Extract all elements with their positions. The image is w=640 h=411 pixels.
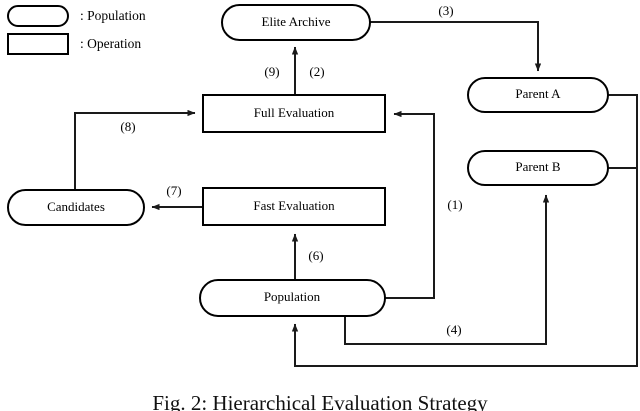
node-parent-a[interactable]: Parent A [467, 77, 609, 113]
edge-label-6: (6) [308, 248, 323, 263]
node-candidates-shape [7, 189, 145, 226]
node-population-label: Population [264, 289, 321, 304]
edge-label-4: (4) [446, 322, 461, 337]
edge-8-path [74, 109, 196, 207]
node-population[interactable]: Population [199, 279, 386, 317]
node-elite-archive-shape [221, 4, 371, 41]
edge-label-3: (3) [438, 3, 453, 18]
node-full-evaluation-shape [202, 94, 386, 133]
legend-operation-swatch [7, 33, 69, 55]
edge-4-path [344, 194, 550, 345]
node-layer: Elite Archive Parent A Parent B Full Eva… [7, 4, 609, 317]
edge-label-9: (9) [264, 64, 279, 79]
node-elite-archive-label: Elite Archive [262, 14, 331, 29]
edge-parents-to-population-path [291, 94, 638, 367]
node-parent-a-label: Parent A [515, 86, 561, 101]
edge-3-path [370, 21, 542, 72]
node-candidates[interactable]: Candidates [7, 189, 145, 226]
node-parent-a-shape [467, 77, 609, 113]
edge-1-path [385, 110, 435, 299]
node-candidates-label: Candidates [47, 199, 105, 214]
node-elite-archive[interactable]: Elite Archive [221, 4, 371, 41]
node-full-evaluation-label: Full Evaluation [254, 105, 335, 120]
legend-population-swatch [7, 5, 69, 27]
edge-label-1: (1) [447, 197, 462, 212]
edge-label-2: (2) [309, 64, 324, 79]
node-parent-b[interactable]: Parent B [467, 150, 609, 186]
legend: : Population : Operation [7, 5, 146, 55]
edge-layer [74, 21, 638, 367]
node-parent-b-shape [467, 150, 609, 186]
legend-operation-label: : Operation [80, 36, 141, 51]
node-fast-evaluation-shape [202, 187, 386, 226]
legend-item-operation: : Operation [7, 33, 141, 55]
node-parent-b-label: Parent B [515, 159, 560, 174]
legend-item-population: : Population [7, 5, 146, 27]
legend-population-label: : Population [80, 8, 146, 23]
edge-label-7: (7) [166, 183, 181, 198]
node-fast-evaluation-label: Fast Evaluation [253, 198, 335, 213]
node-full-evaluation[interactable]: Full Evaluation [202, 94, 386, 133]
edge-label-8: (8) [120, 119, 135, 134]
node-population-shape [199, 279, 386, 317]
figure-caption: Fig. 2: Hierarchical Evaluation Strategy [152, 391, 488, 411]
edge-label-layer: (3) (9) (2) (8) (1) (7) (6) (4) [120, 3, 462, 337]
node-fast-evaluation[interactable]: Fast Evaluation [202, 187, 386, 226]
